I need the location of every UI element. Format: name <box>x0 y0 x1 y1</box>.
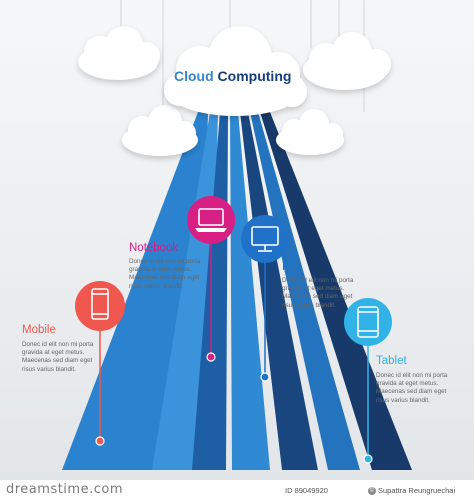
tablet-description: Donec id elit non mi porta gravida at eg… <box>376 372 448 404</box>
data-stripes <box>62 112 412 470</box>
tablet-badge <box>344 298 392 346</box>
tablet-connector <box>363 344 373 464</box>
cloud-main <box>164 26 307 116</box>
footer-bar: dreamstime.com ID 89049920 ©Supattra Reu… <box>0 480 474 500</box>
tablet-label: Tablet <box>376 355 407 367</box>
page-title: Cloud Computing <box>174 68 291 84</box>
pc-connector <box>260 262 270 382</box>
notebook-connector <box>206 240 216 362</box>
stripe <box>230 112 270 470</box>
cloud-small-right <box>276 109 344 155</box>
monitor-icon <box>251 226 279 252</box>
footer-logo: dreamstime.com <box>6 482 123 497</box>
cloud-small-left <box>122 105 198 156</box>
tablet-icon <box>357 306 379 338</box>
mobile-description: Donec id elit non mi porta gravida at eg… <box>22 341 94 373</box>
smartphone-icon <box>91 288 109 320</box>
title-part-cloud: Cloud <box>174 68 218 84</box>
laptop-icon <box>195 208 227 232</box>
title-part-computing: Computing <box>217 68 292 84</box>
pc-label: PC <box>282 261 298 273</box>
stripe <box>260 112 412 470</box>
mobile-badge <box>75 281 125 331</box>
footer-author: Supattra Reungruechai <box>378 486 456 495</box>
pc-badge <box>241 215 289 263</box>
notebook-label: Notebook <box>129 242 179 254</box>
pc-description: Donec id elit non mi porta gravida at eg… <box>282 277 354 309</box>
cloud-right <box>303 32 391 90</box>
connectors <box>95 240 373 464</box>
cloud-left <box>78 26 160 80</box>
footer-copyright: ©Supattra Reungruechai <box>368 486 456 496</box>
stripe <box>250 112 360 470</box>
notebook-description: Donec id elit non mi porta gravida at eg… <box>129 258 201 290</box>
copyright-icon: © <box>368 487 376 496</box>
mobile-label: Mobile <box>22 324 56 336</box>
mobile-connector <box>95 330 105 446</box>
footer-image-id: ID 89049920 <box>285 486 328 495</box>
stripe <box>240 112 318 470</box>
notebook-badge <box>187 196 235 244</box>
